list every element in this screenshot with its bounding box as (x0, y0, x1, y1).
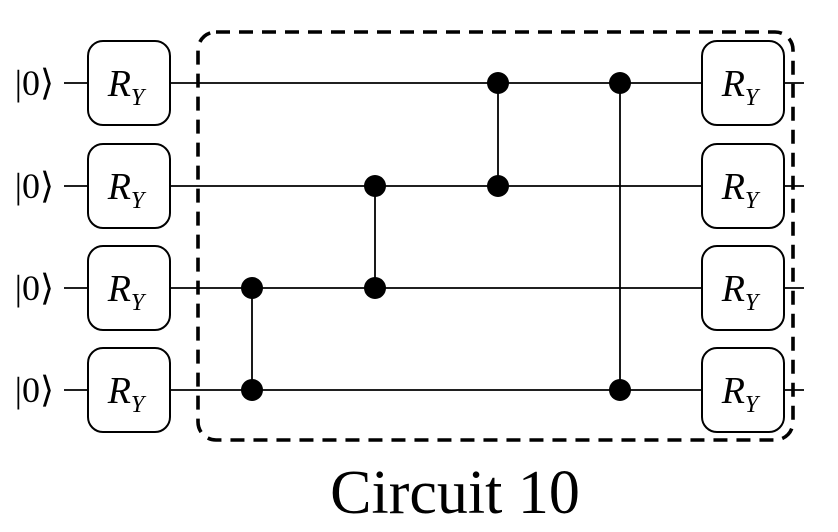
cz-control-dot (609, 72, 631, 94)
ket-label-1: |0⟩ (15, 166, 54, 206)
gate-label: RY (107, 166, 147, 214)
gate-box (701, 347, 785, 433)
gate-box (701, 143, 785, 229)
gate-subscript: Y (745, 392, 761, 418)
ry-gate-left-2: RY (87, 245, 171, 331)
cz-gate-3 (609, 72, 631, 401)
gate-box (87, 245, 171, 331)
ry-gate-left-0: RY (87, 40, 171, 126)
gate-label: RY (721, 63, 761, 111)
gate-base: R (107, 63, 131, 105)
gate-subscript: Y (131, 85, 147, 111)
gate-label: RY (721, 166, 761, 214)
ket-label-2: |0⟩ (15, 268, 54, 308)
gate-base: R (721, 268, 745, 310)
gate-label: RY (107, 370, 147, 418)
gate-subscript: Y (745, 290, 761, 316)
gate-base: R (721, 166, 745, 208)
gate-label: RY (721, 370, 761, 418)
gate-box (701, 40, 785, 126)
gate-box (87, 347, 171, 433)
cz-control-dot (609, 379, 631, 401)
gate-subscript: Y (745, 85, 761, 111)
cz-gate-1 (364, 175, 386, 299)
gate-base: R (107, 166, 131, 208)
ket-label-0: |0⟩ (15, 63, 54, 103)
gate-box (87, 40, 171, 126)
gate-label: RY (107, 63, 147, 111)
ry-gate-right-0: RY (701, 40, 785, 126)
cz-gate-0 (241, 277, 263, 401)
gate-subscript: Y (745, 188, 761, 214)
cz-control-dot (241, 277, 263, 299)
gate-box (701, 245, 785, 331)
ket-label-3: |0⟩ (15, 370, 54, 410)
cz-gate-2 (487, 72, 509, 197)
ry-gate-right-2: RY (701, 245, 785, 331)
cz-control-dot (364, 175, 386, 197)
gate-subscript: Y (131, 290, 147, 316)
entangling-block-dashed-border (196, 30, 795, 442)
gate-base: R (107, 370, 131, 412)
cz-control-dot (241, 379, 263, 401)
ry-gate-right-3: RY (701, 347, 785, 433)
gate-base: R (721, 370, 745, 412)
gate-subscript: Y (131, 188, 147, 214)
figure-caption: Circuit 10 (330, 459, 580, 527)
gate-label: RY (107, 268, 147, 316)
gate-label: RY (721, 268, 761, 316)
cz-control-dot (487, 72, 509, 94)
gate-base: R (721, 63, 745, 105)
cz-gates-layer (241, 72, 631, 401)
ry-gate-left-1: RY (87, 143, 171, 229)
gate-subscript: Y (131, 392, 147, 418)
gate-box (87, 143, 171, 229)
ry-gate-right-1: RY (701, 143, 785, 229)
cz-control-dot (487, 175, 509, 197)
ry-gate-left-3: RY (87, 347, 171, 433)
cz-control-dot (364, 277, 386, 299)
gate-base: R (107, 268, 131, 310)
